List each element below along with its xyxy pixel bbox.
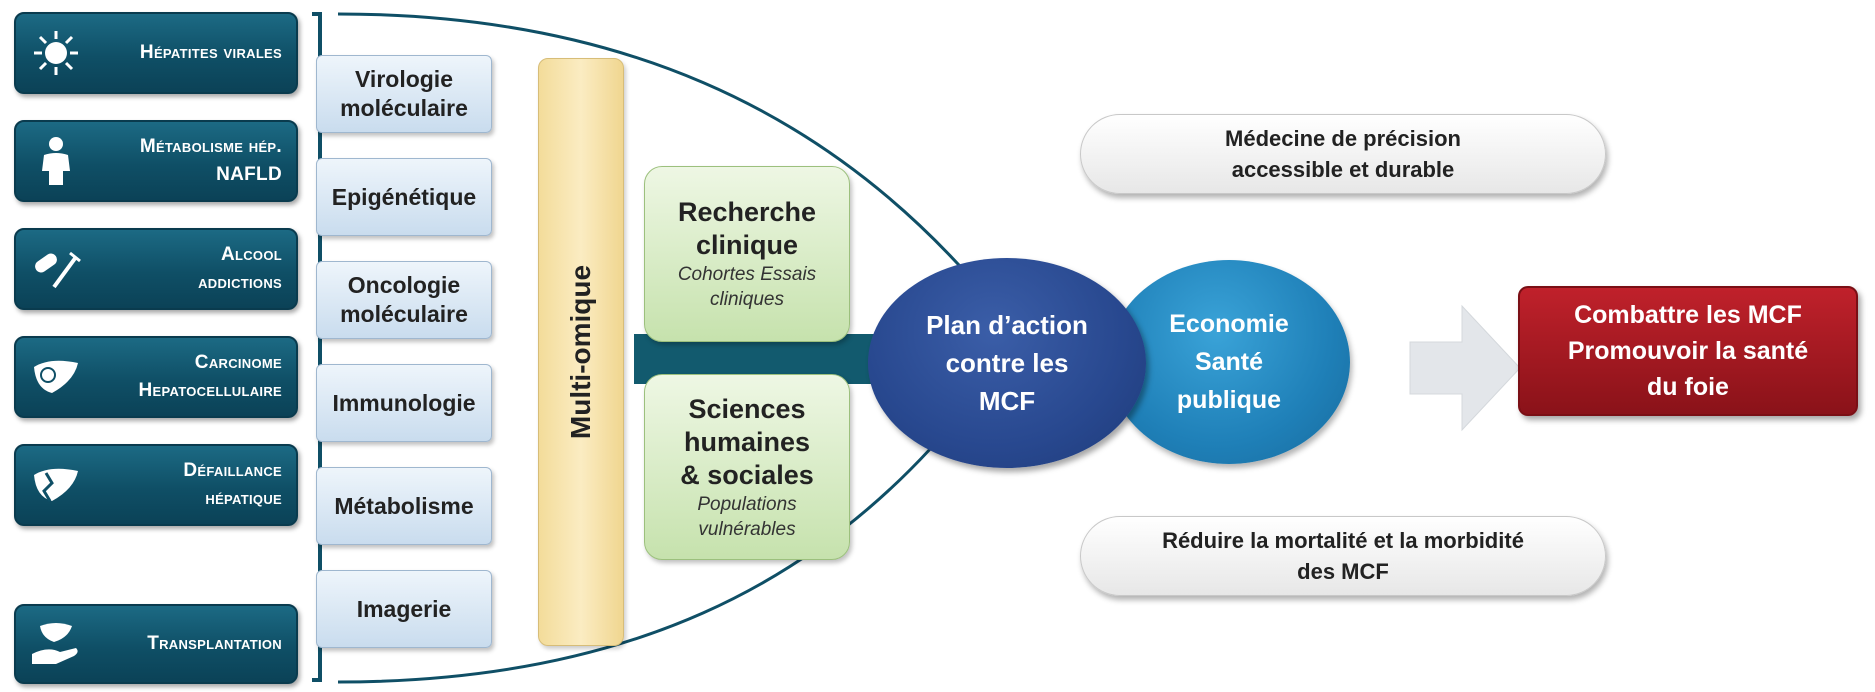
discipline-box-epigenetique: Epigénétique	[316, 158, 492, 236]
pill-label-line: Médecine de précision	[1225, 126, 1461, 151]
domain-label-line: NAFLD	[216, 164, 282, 185]
pill-label-line: accessible et durable	[1231, 157, 1455, 182]
research-title-line: & sociales	[680, 459, 814, 490]
economie-label-line: Santé	[1194, 348, 1264, 376]
discipline-label-line: Oncologie	[347, 272, 461, 298]
virus-icon	[34, 31, 78, 75]
discipline-box-immunologie: Immunologie	[316, 364, 492, 442]
discipline-box-oncologie: Oncologie moléculaire	[316, 261, 492, 339]
discipline-label: Epigénétique	[331, 183, 477, 210]
domain-label-line: Alcool	[220, 244, 282, 265]
research-subtitle-line: Cohortes Essais	[677, 264, 817, 285]
plan-action-label-line: contre les	[945, 348, 1069, 378]
domain-label-line: Hepatocellulaire	[138, 380, 282, 401]
funnel-top-curve	[337, 12, 970, 277]
research-subtitle-line: Populations	[697, 493, 797, 515]
goal-label-line: du foie	[1647, 373, 1729, 401]
discipline-label: Imagerie	[356, 595, 452, 622]
plan-action-ellipse: Plan d’action contre les MCF	[868, 258, 1146, 468]
discipline-box-imagerie: Imagerie	[316, 570, 492, 648]
domain-tile-carcinome: Carcinome Hepatocellulaire	[14, 336, 298, 418]
domain-tile-alcool: Alcool addictions	[14, 228, 298, 310]
domain-label: Métabolisme hép. NAFLD	[140, 133, 282, 189]
research-title: Sciences humaines & sociales	[645, 393, 849, 492]
research-subtitle-line: cliniques	[710, 289, 784, 310]
economie-label-line: Economie	[1169, 310, 1289, 338]
liver-failure-icon	[34, 468, 78, 502]
multiomique-label: Multi-omique	[565, 264, 596, 440]
person-icon	[42, 137, 70, 185]
research-box-sciences-humaines: Sciences humaines & sociales Populations…	[644, 374, 850, 560]
pill-medecine-precision: Médecine de précision accessible et dura…	[1080, 114, 1606, 194]
pill-reduire-mortalite: Réduire la mortalité et la morbidité des…	[1080, 516, 1606, 596]
plan-action-label-line: Plan d’action	[926, 310, 1088, 340]
domain-label: Carcinome Hepatocellulaire	[139, 349, 282, 405]
multiomique-bar: Multi-omique	[538, 58, 624, 646]
pill-label-line: Réduire la mortalité et la morbidité	[1162, 528, 1524, 553]
plan-action-label: Plan d’action contre les MCF	[926, 306, 1088, 420]
left-bracket	[312, 12, 322, 682]
domain-label: Transplantation	[147, 630, 282, 658]
domain-label-line: Défaillance	[183, 460, 282, 481]
domain-label-line: Hépatites virales	[139, 42, 282, 63]
goal-label-line: Promouvoir la santé	[1567, 337, 1809, 365]
goal-label-line: Combattre les MCF	[1574, 301, 1802, 329]
domain-label-line: hépatique	[205, 488, 282, 509]
research-title: Recherche clinique	[645, 196, 849, 262]
funnel-bottom-curve	[337, 404, 970, 684]
grey-arrow	[1409, 304, 1521, 432]
economie-ellipse: Economie Santé publique	[1108, 260, 1350, 464]
pill-label: Médecine de précision accessible et dura…	[1225, 123, 1461, 185]
research-title-line: Sciences	[688, 393, 806, 424]
goal-box: Combattre les MCF Promouvoir la santé du…	[1518, 286, 1858, 416]
pill-syringe-icon	[35, 251, 81, 289]
research-subtitle-line: vulnérables	[698, 518, 796, 540]
discipline-label-line: Virologie	[355, 66, 453, 92]
research-subtitle: Populations vulnérables	[645, 492, 849, 542]
domain-tile-hepatites: Hépatites virales	[14, 12, 298, 94]
hand-liver-icon	[32, 623, 78, 664]
discipline-label: Immunologie	[332, 389, 476, 416]
economie-label-line: publique	[1176, 386, 1282, 414]
plan-action-label-line: MCF	[978, 386, 1036, 416]
research-title-line: clinique	[695, 230, 798, 260]
domain-tile-metabolisme: Métabolisme hép. NAFLD	[14, 120, 298, 202]
research-subtitle: Cohortes Essais cliniques	[645, 262, 849, 312]
domain-label-line: Transplantation	[147, 633, 282, 654]
goal-label: Combattre les MCF Promouvoir la santé du…	[1568, 297, 1808, 405]
discipline-label: Virologie moléculaire	[340, 65, 468, 123]
economie-label: Economie Santé publique	[1169, 305, 1288, 419]
discipline-label-line: moléculaire	[340, 95, 468, 121]
research-title-line: humaines	[683, 426, 811, 457]
liver-tumor-icon	[34, 360, 78, 393]
domain-label: Hépatites virales	[140, 39, 282, 67]
pill-label-line: des MCF	[1297, 559, 1389, 584]
discipline-label: Oncologie moléculaire	[340, 271, 468, 329]
domain-label: Alcool addictions	[198, 241, 282, 297]
research-title-line: Recherche	[677, 197, 817, 227]
discipline-label: Métabolisme	[334, 492, 474, 519]
domain-label-line: Métabolisme hép.	[139, 136, 282, 157]
domain-label-line: addictions	[198, 272, 282, 293]
pill-label: Réduire la mortalité et la morbidité des…	[1162, 525, 1524, 587]
domain-label: Défaillance hépatique	[183, 457, 282, 513]
discipline-label-line: moléculaire	[340, 301, 468, 327]
domain-tile-defaillance: Défaillance hépatique	[14, 444, 298, 526]
domain-label-line: Carcinome	[194, 352, 282, 373]
discipline-box-metabolisme: Métabolisme	[316, 467, 492, 545]
domain-tile-transplantation: Transplantation	[14, 604, 298, 684]
research-box-clinique: Recherche clinique Cohortes Essais clini…	[644, 166, 850, 342]
discipline-box-virologie: Virologie moléculaire	[316, 55, 492, 133]
